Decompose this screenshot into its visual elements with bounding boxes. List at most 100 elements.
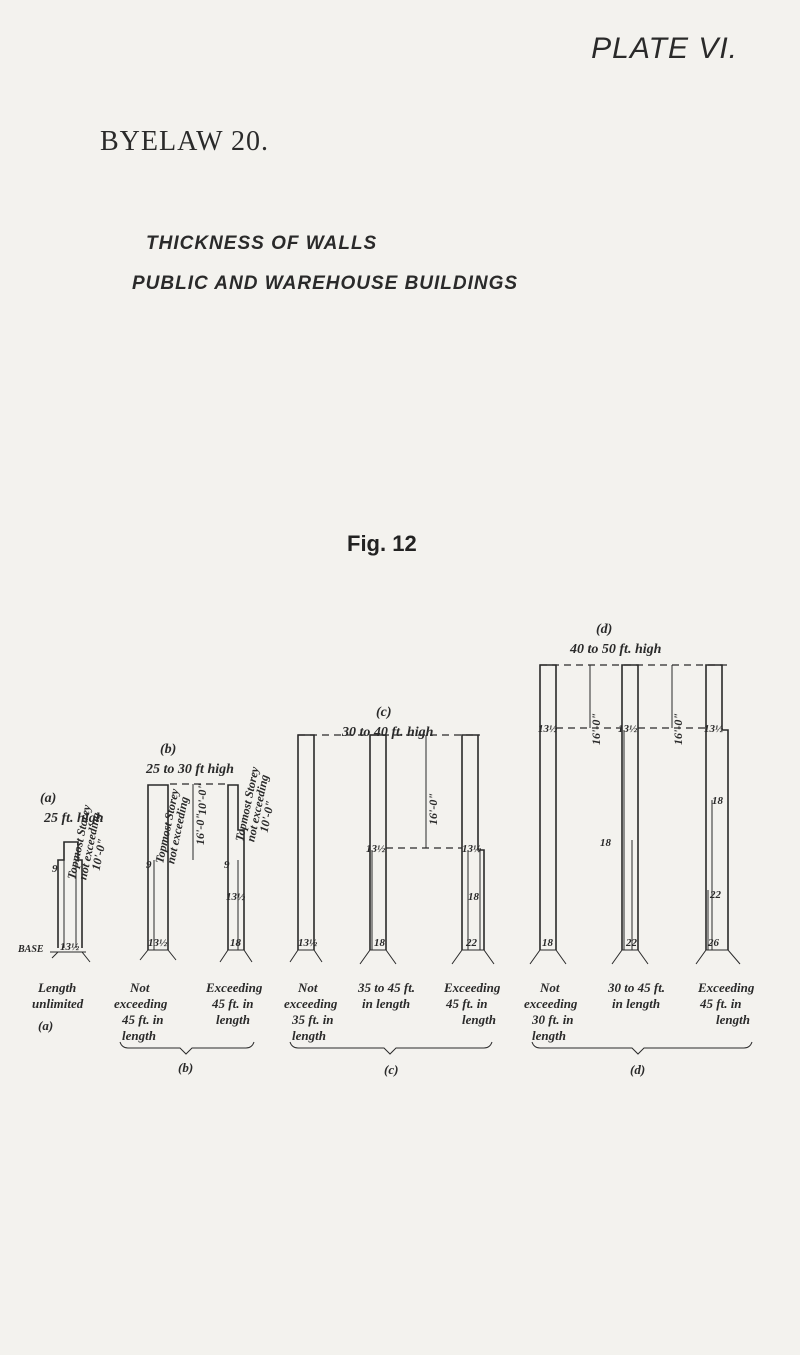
dim-d1-16: 16'-0" (589, 713, 603, 745)
wall-c2 (369, 734, 387, 950)
topmost-note-b2: Topmost Storey not exceeding 10'-0" (232, 765, 277, 843)
wall-d1 (539, 664, 557, 950)
footing-c1 (289, 949, 323, 963)
caption-b2-3: length (216, 1012, 250, 1027)
footing-d3 (695, 949, 741, 965)
caption-d1-4: length (532, 1028, 566, 1043)
diagram-a: (a) 25 ft. high Topmost Storey not excee… (17, 791, 109, 963)
dim-a-9: 9 (52, 863, 58, 875)
dim-a-base: 13½ (60, 941, 80, 953)
subtitle-buildings: PUBLIC AND WAREHOUSE BUILDINGS (132, 273, 519, 294)
dim-d2-18: 18 (600, 837, 612, 849)
plate-number: PLATE VI. (591, 32, 738, 65)
caption-a-1: Length (37, 980, 76, 995)
diagram-a-letter: (a) (40, 791, 56, 806)
wall-d3 (705, 664, 729, 950)
caption-b-letter: (b) (178, 1060, 193, 1075)
caption-c1-3: 35 ft. in (291, 1012, 334, 1027)
caption-b1-3: 45 ft. in (121, 1012, 164, 1027)
dim-b2-9: 9 (224, 859, 230, 871)
dim-b1-9: 9 (146, 859, 152, 871)
caption-c3-1: Exceeding (443, 980, 501, 995)
caption-c1-1: Not (297, 980, 318, 995)
caption-c-letter: (c) (384, 1062, 398, 1077)
caption-b2-1: Exceeding (205, 980, 263, 995)
footing-d2 (611, 949, 649, 965)
wall-b2 (227, 784, 245, 950)
subtitle-walls: THICKNESS OF WALLS (146, 233, 378, 254)
svg-text:16'-0": 16'-0" (671, 713, 685, 745)
caption-c2-1: 35 to 45 ft. (357, 980, 415, 995)
caption-c1-4: length (292, 1028, 326, 1043)
footing-c2 (359, 949, 397, 965)
caption-c3-3: length (462, 1012, 496, 1027)
footing-b2 (219, 949, 253, 963)
caption-d1-1: Not (539, 980, 560, 995)
dim-d3-18: 18 (712, 795, 724, 807)
dim-d3-base: 26 (707, 937, 720, 949)
caption-d3-2: 45 ft. in (699, 996, 742, 1011)
dim-c2-base: 18 (374, 937, 386, 949)
svg-text:16'-0": 16'-0" (193, 813, 207, 845)
wall-b1 (147, 784, 169, 950)
caption-d2-1: 30 to 45 ft. (607, 980, 665, 995)
diagram-b-letter: (b) (160, 742, 176, 757)
figure-label: Fig. 12 (347, 531, 417, 556)
wall-a (57, 841, 83, 948)
brace-c (289, 1041, 493, 1055)
caption-b2-2: 45 ft. in (211, 996, 254, 1011)
diagram-d: (d) 40 to 50 ft. high 13½ 18 16'-0" 13½ … (529, 622, 741, 965)
dim-c-16: 16'-0" (426, 793, 440, 825)
diagram-d-letter: (d) (596, 622, 612, 637)
dim-b1-base: 13½ (148, 937, 168, 949)
dim-d3-22: 22 (709, 889, 722, 901)
diagram-d-height: 40 to 50 ft. high (569, 642, 662, 657)
caption-d1-3: 30 ft. in (531, 1012, 574, 1027)
dim-d2-base: 22 (625, 937, 638, 949)
diagram-c-letter: (c) (376, 705, 392, 720)
caption-d3-3: length (716, 1012, 750, 1027)
footing-d1 (529, 949, 567, 965)
byelaw-title: BYELAW 20. (100, 126, 270, 157)
svg-text:10'-0": 10'-0" (257, 799, 277, 833)
footing-b1 (139, 949, 177, 961)
dim-c3-base: 22 (465, 937, 478, 949)
dim-d1-13: 13½ (538, 723, 558, 735)
caption-a-2: unlimited (32, 996, 84, 1011)
diagram-b: (b) 25 to 30 ft high 9 13½ Topmost Store… (139, 742, 277, 963)
svg-text:16'-0": 16'-0" (589, 713, 603, 745)
dim-d2-13: 13½ (618, 723, 638, 735)
dim-b-10: 10'-0" (195, 783, 209, 815)
caption-d3-1: Exceeding (697, 980, 755, 995)
brace-d (531, 1041, 753, 1055)
footing-c3 (451, 949, 495, 965)
svg-text:16'-0": 16'-0" (426, 793, 440, 825)
diagram-a-height: 25 ft. high (43, 811, 104, 826)
dim-d3-13: 13½ (704, 723, 724, 735)
caption-d1-2: exceeding (524, 996, 578, 1011)
topmost-note-b1: Topmost Storey not exceeding (152, 787, 191, 865)
dim-c1-base: 13½ (298, 937, 318, 949)
caption-d2-2: in length (612, 996, 660, 1011)
base-label: BASE (17, 944, 44, 955)
dim-b2-13: 13½ (226, 891, 246, 903)
captions: Length unlimited (a) Not exceeding 45 ft… (32, 980, 755, 1077)
dim-c3-13: 13½ (462, 843, 482, 855)
wall-c3 (461, 734, 485, 950)
brace-b (119, 1041, 255, 1055)
wall-d2 (621, 664, 639, 950)
footing-a (51, 951, 91, 963)
dim-d2-16: 16'-0" (671, 713, 685, 745)
dim-b2-base: 18 (230, 937, 242, 949)
caption-b1-2: exceeding (114, 996, 168, 1011)
dim-b-16: 16'-0" (193, 813, 207, 845)
caption-c2-2: in length (362, 996, 410, 1011)
diagram-b-height: 25 to 30 ft high (145, 762, 234, 777)
dim-c3-18: 18 (468, 891, 480, 903)
caption-a-letter: (a) (38, 1018, 53, 1033)
dim-c2-13: 13½ (366, 843, 386, 855)
diagram-c-height: 30 to 40 ft. high (341, 725, 434, 740)
caption-b1-4: length (122, 1028, 156, 1043)
svg-text:10'-0": 10'-0" (89, 837, 109, 871)
